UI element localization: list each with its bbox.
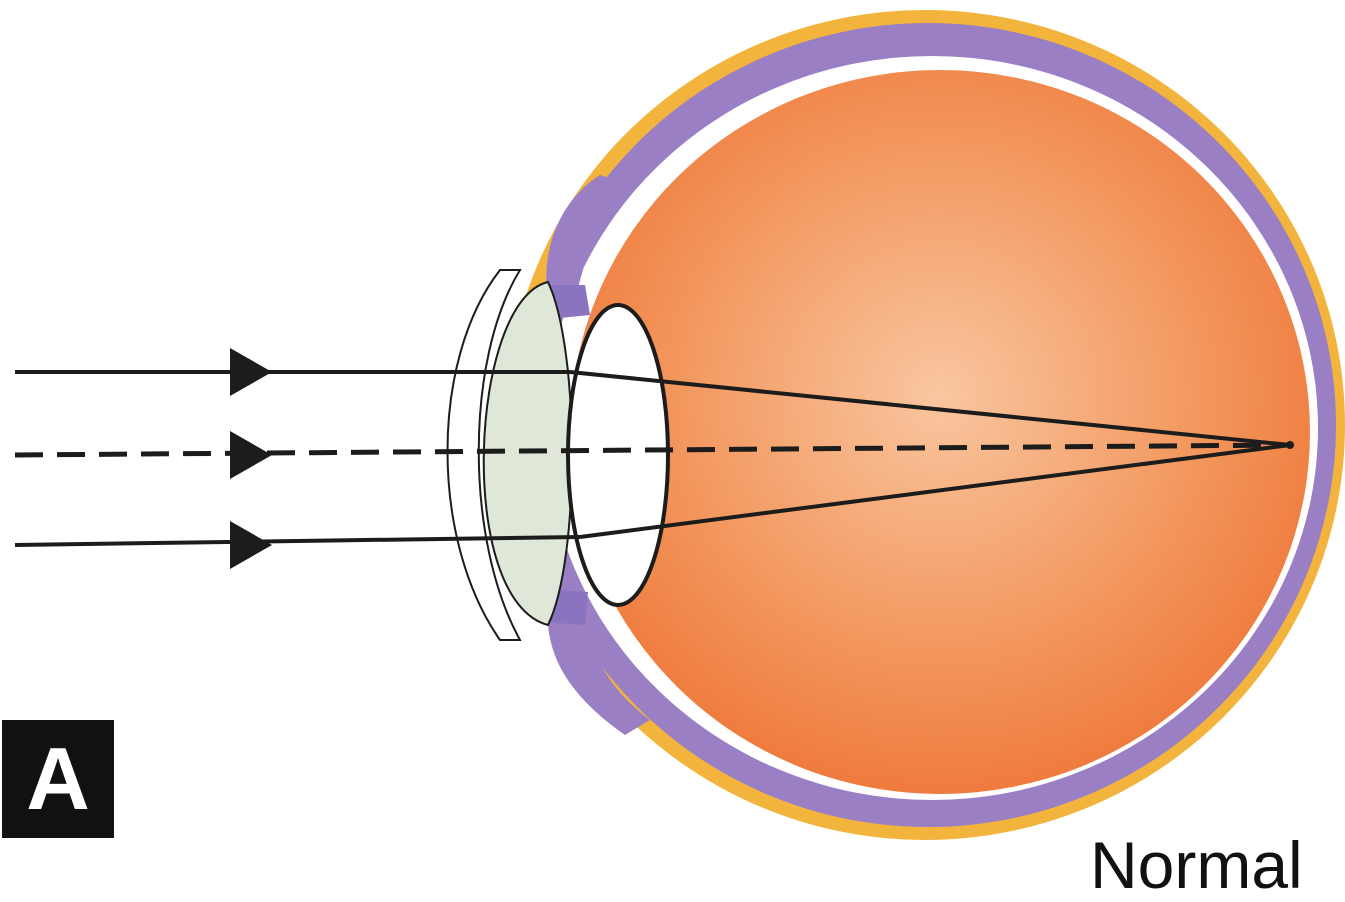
vitreous-body <box>570 70 1310 794</box>
caption-label: Normal <box>1090 832 1303 898</box>
axis-ray-arrow-icon <box>230 431 272 479</box>
upper-ray-arrow-icon <box>230 348 272 396</box>
eye-diagram <box>0 0 1345 860</box>
focal-point <box>1286 441 1294 449</box>
lower-ray-arrow-icon <box>230 521 272 569</box>
crystalline-lens <box>568 305 668 605</box>
panel-label: A <box>2 720 114 838</box>
ray-arrows <box>230 348 272 569</box>
